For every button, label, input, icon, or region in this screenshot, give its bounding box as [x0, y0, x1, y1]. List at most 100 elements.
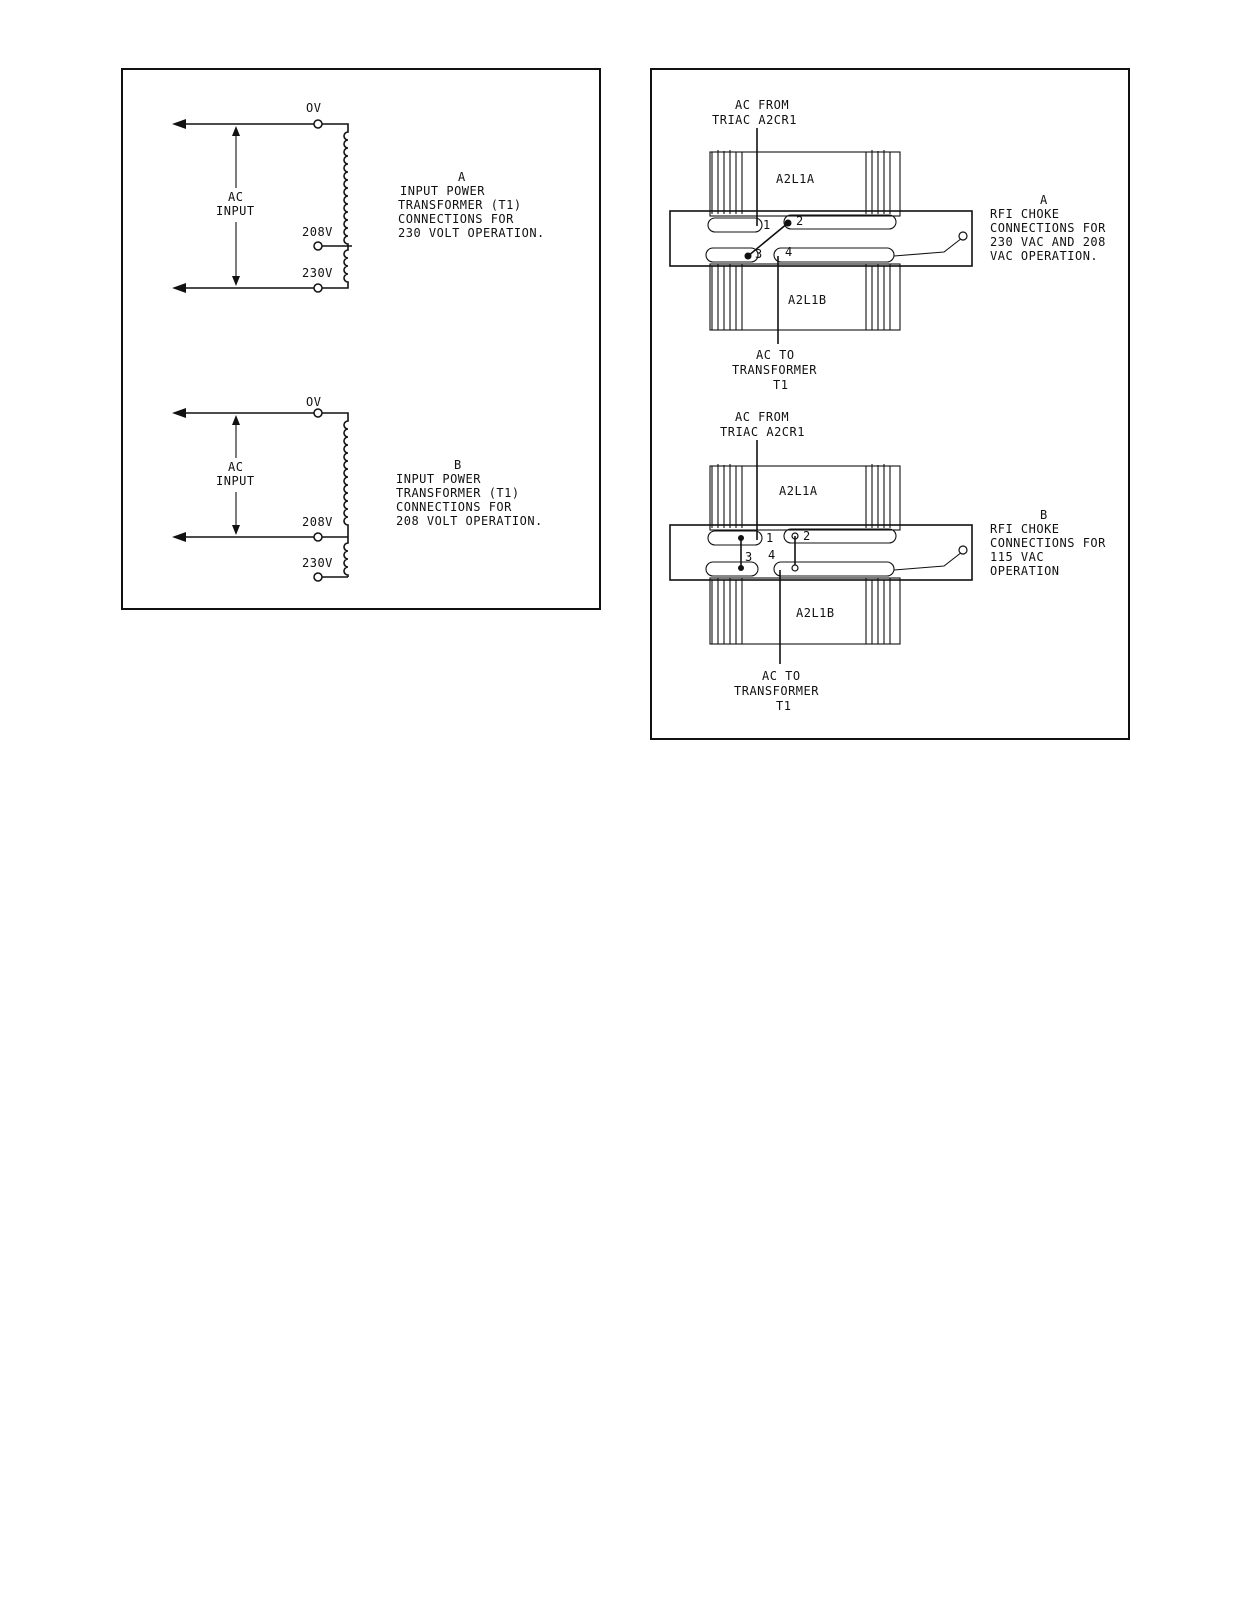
terminal-strip-1: [707, 530, 763, 546]
caption-line: OPERATION: [990, 564, 1060, 578]
caption-letter: B: [454, 458, 462, 472]
terminal-board: [669, 524, 973, 581]
coil-label: A2L1A: [776, 172, 815, 186]
ground-lead: [893, 551, 963, 571]
terminal-230v: [313, 283, 323, 293]
input-label: INPUT: [216, 474, 255, 488]
caption-line: CONNECTIONS FOR: [990, 221, 1106, 235]
terminal-strip-2: [783, 214, 897, 230]
terminal-label: 3: [755, 247, 763, 261]
caption-line: 208 VOLT OPERATION.: [396, 514, 543, 528]
terminal-208v: [313, 532, 323, 542]
terminal-label: 4: [768, 548, 776, 562]
terminal-0v: [313, 408, 323, 418]
tap-label-230v: 230V: [302, 266, 333, 280]
winding-right: [865, 150, 891, 214]
coil-a2l1b: [709, 263, 901, 331]
tap-label-230v: 230V: [302, 556, 333, 570]
caption-line: 230 VAC AND 208: [990, 235, 1106, 249]
caption-line: TRANSFORMER (T1): [396, 486, 520, 500]
caption-line: TRANSFORMER (T1): [398, 198, 522, 212]
transformer-diagram-b: OV 208V 230V AC INPUT B INPUT POWER TRAN…: [172, 395, 543, 582]
terminal-board: [669, 210, 973, 267]
terminal-post: [738, 565, 744, 571]
transformer-panel: [121, 68, 601, 610]
from-label: TRIAC A2CR1: [712, 113, 797, 127]
arrow-down-icon: [232, 276, 240, 286]
terminal-208v: [313, 241, 323, 251]
caption-line: 230 VOLT OPERATION.: [398, 226, 545, 240]
winding-left: [711, 578, 743, 644]
arrow-up-icon: [232, 415, 240, 425]
tap-label-208v: 208V: [302, 225, 333, 239]
winding-left: [711, 464, 743, 528]
rfi-choke-diagram-a: AC FROM TRIAC A2CR1 A2L1A 1 2 3 4: [669, 98, 1106, 392]
caption-line: CONNECTIONS FOR: [396, 500, 512, 514]
winding-right: [865, 264, 891, 330]
ac-label: AC: [228, 460, 243, 474]
terminal-post: [791, 564, 799, 572]
tap-label-0v: OV: [306, 101, 321, 115]
label-mask: [214, 188, 260, 222]
coil-a2l1b: [709, 577, 901, 645]
arrow-left-icon: [172, 119, 186, 129]
terminal-end: [958, 545, 968, 555]
caption-line: CONNECTIONS FOR: [990, 536, 1106, 550]
arrow-down-icon: [232, 525, 240, 535]
terminal-label: 1: [766, 531, 774, 545]
to-label: T1: [773, 378, 788, 392]
winding-left: [711, 264, 743, 330]
from-label: AC FROM: [735, 98, 789, 112]
caption-letter: B: [1040, 508, 1048, 522]
terminal-230v: [313, 572, 323, 582]
caption-line: INPUT POWER: [396, 472, 481, 486]
terminal-label: 4: [785, 245, 793, 259]
terminal-label: 2: [796, 214, 804, 228]
tap-label-208v: 208V: [302, 515, 333, 529]
terminal-strip-3: [705, 561, 759, 577]
terminal-strip-2: [783, 528, 897, 544]
to-label: TRANSFORMER: [732, 363, 817, 377]
from-label: AC FROM: [735, 410, 789, 424]
terminal-post: [744, 252, 752, 260]
from-label: TRIAC A2CR1: [720, 425, 805, 439]
arrow-left-icon: [172, 532, 186, 542]
terminal-strip-1: [707, 217, 763, 233]
terminal-end: [958, 231, 968, 241]
caption-line: RFI CHOKE: [990, 207, 1060, 221]
tap-label-0v: OV: [306, 395, 321, 409]
terminal-strip-4: [773, 247, 895, 263]
to-label: AC TO: [756, 348, 795, 362]
caption-line: INPUT POWER: [400, 184, 485, 198]
terminal-strip-4: [773, 561, 895, 577]
caption-line: 115 VAC: [990, 550, 1044, 564]
caption-letter: A: [1040, 193, 1048, 207]
input-label: INPUT: [216, 204, 255, 218]
arrow-left-icon: [172, 283, 186, 293]
to-label: T1: [776, 699, 791, 713]
coil-label: A2L1B: [788, 293, 827, 307]
to-label: TRANSFORMER: [734, 684, 819, 698]
caption-line: VAC OPERATION.: [990, 249, 1098, 263]
label-mask: [214, 458, 260, 492]
terminal-strip-3: [705, 247, 759, 263]
terminal-label: 1: [763, 218, 771, 232]
arrow-up-icon: [232, 126, 240, 136]
caption-line: RFI CHOKE: [990, 522, 1060, 536]
coil-label: A2L1B: [796, 606, 835, 620]
caption-line: CONNECTIONS FOR: [398, 212, 514, 226]
coil-label: A2L1A: [779, 484, 818, 498]
transformer-winding: [322, 123, 349, 289]
to-label: AC TO: [762, 669, 801, 683]
winding-right: [865, 578, 891, 644]
terminal-label: 3: [745, 550, 753, 564]
rfi-choke-panel: [650, 68, 1130, 740]
terminal-0v: [313, 119, 323, 129]
ground-lead: [893, 237, 963, 257]
ac-label: AC: [228, 190, 243, 204]
caption-letter: A: [458, 170, 466, 184]
transformer-winding: [322, 412, 349, 577]
rfi-choke-diagram-b: AC FROM TRIAC A2CR1 A2L1A 1 2 3 4 A2L1B …: [669, 410, 1106, 713]
arrow-left-icon: [172, 408, 186, 418]
